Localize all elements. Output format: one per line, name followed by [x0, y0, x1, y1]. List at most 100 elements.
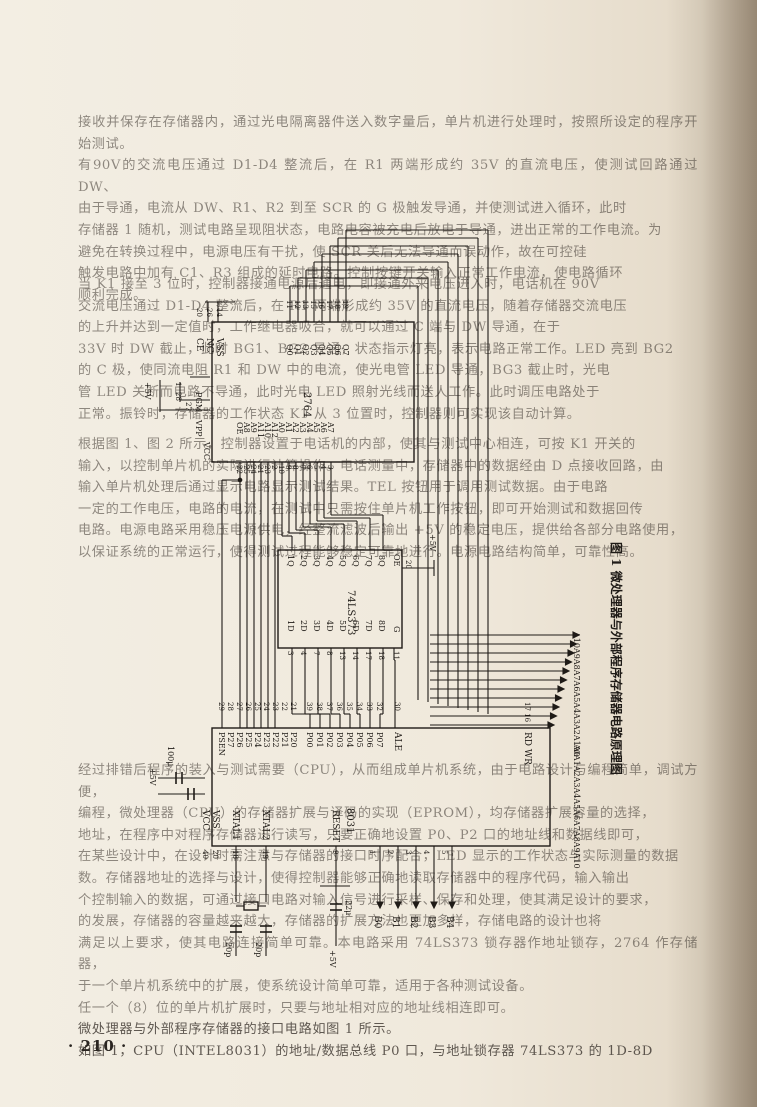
eprom-name-label: 2764 [301, 392, 312, 417]
cap-20p-label: 20p [254, 942, 263, 957]
cpu-pin-number: 34 [355, 702, 363, 711]
eprom-pin-label: Q1 [293, 344, 302, 356]
eprom-pin-label: Q4 [317, 344, 326, 356]
eprom-pin-label: A1 [284, 421, 293, 433]
cpu-pin-number: 37 [325, 702, 333, 711]
latch-pin-label: 3Q [312, 555, 321, 567]
paragraph-line: 的上升并达到一定值时，工作继电器吸合，就可以通过 C 端与 DW 导通，在于 [78, 320, 561, 336]
paragraph-line: 于一个单片机系统中的扩展，使系统设计简单可靠，适用于各种测试设备。 [78, 978, 533, 994]
latch-name-label: 74LS373 [345, 590, 356, 635]
eprom-pin-number: 8 [291, 465, 299, 469]
paragraph-line: 由于导通，电流从 DW、R1、R2 到至 SCR 的 G 极触发导通，并使测试进… [78, 201, 627, 217]
cpu-pin-number: 35 [345, 702, 353, 711]
figure-caption: 图 1 微处理器与外部程序存储器电路原理图 [609, 542, 624, 775]
address-arrow-icon [559, 676, 568, 684]
latch-pin-label: 2D [299, 620, 308, 632]
eprom-pin-number: 14 [215, 308, 223, 317]
eprom-pin-number: 24 [249, 465, 257, 474]
latch-pin-number: 8 [325, 651, 333, 655]
cpu-pin-number: 4 [422, 850, 430, 855]
port1-label: B4 [444, 916, 454, 929]
cpu-pin-number: 19 [261, 850, 269, 859]
page-spine-shadow [702, 0, 757, 1107]
eprom-2764-chip [211, 321, 415, 463]
cpu-pin-label: P02 [325, 732, 334, 748]
latch-oe-label: OE [392, 554, 401, 567]
paragraph-line: 顺利完成。 [78, 287, 147, 303]
cpu-pin-number: 1 [368, 850, 376, 854]
cpu-pin-label: VCC [200, 809, 210, 830]
latch-pin-number: 11 [392, 651, 400, 660]
cpu-pin-number: 36 [335, 702, 343, 711]
cpu-pin-label: P05 [355, 732, 364, 748]
cpu-pin-number: 20 [211, 850, 219, 859]
eprom-pin-number: 13 [301, 300, 309, 309]
cpu-pin-number: 29 [217, 702, 225, 711]
latch-pin-label: 1D [286, 620, 295, 632]
paragraph-line: 接收并保存在存储器内，通过光电隔离器件送入数字量后，单片机进行处理时，按照所设定… [78, 115, 698, 152]
eprom-pin-number: 21 [256, 465, 264, 474]
eprom-pin-label: Q5 [325, 344, 334, 356]
eprom-pin-label: Q6 [333, 344, 342, 356]
paragraph-line: 满足以上要求，使其电路连接简单可靠。本电路采用 74LS373 锁存器作地址锁存… [78, 935, 698, 973]
eprom-pin-label: A10 [263, 421, 272, 438]
paragraph-line: 管 LED 关断而电路不导通，此时光电 LED 照射光线而送人工作。此时调压电路… [78, 384, 600, 400]
eprom-pgm-label: PGM [194, 392, 203, 412]
latch-pin-number: 13 [338, 651, 346, 660]
latch-pin-label: 8D [377, 620, 386, 632]
cpu-pin-label: P26 [235, 732, 244, 748]
eprom-pin-number: 2 [270, 465, 278, 469]
cpu-pin-number: 39 [305, 702, 313, 711]
latch-74ls373-chip [277, 549, 403, 649]
cpu-pin-label: P04 [345, 732, 354, 748]
paragraph-line: 任一个（8）位的单片机扩展时，只要与地址相对应的地址线相连即可。 [78, 1000, 515, 1016]
address-arrow-icon [562, 667, 571, 675]
crystal-icon [243, 901, 259, 911]
paragraph-line: 根据图 1、图 2 所示，控制器设置于电话机的内部，使其与测试中心相连，可按 K… [78, 437, 636, 452]
cpu-pin-label: P03 [335, 732, 344, 748]
cpu-pin-label: P25 [244, 732, 253, 748]
cpu-pin-label: P23 [262, 732, 271, 748]
port1-arrow-icon [394, 901, 402, 910]
eprom-pin-number: 10 [277, 465, 285, 474]
latch-pin-label: 6D [351, 620, 360, 632]
latch-pin-label: 6Q [351, 555, 360, 567]
port1-label: B2 [408, 916, 418, 928]
cpu-pin-number: 33 [365, 702, 373, 711]
paragraph-line: 33V 时 DW 截止，此时 BG1、BG2 导通，状态指示灯亮，表示电路正常工… [78, 341, 674, 357]
cpu-pin-label: XTAL1 [230, 810, 240, 840]
eprom-pin-number: 27 [184, 402, 192, 411]
supply-label-latch: +5V [428, 534, 437, 552]
eprom-pin-label: A12 [270, 421, 279, 438]
cpu-pin-number: 3 [404, 850, 412, 854]
eprom-pin-label: OE [235, 422, 244, 435]
paragraph-line: 以保证系统的正常运行，使得测试过程能够稳定可靠地进行。电源电路结构简单，可靠性高… [78, 544, 644, 560]
cpu-pin-number: 24 [262, 702, 270, 711]
address-arrow-icon [554, 694, 563, 702]
address-arrow-icon [552, 703, 561, 711]
paragraph-line: 数。存储器地址的选择与设计，使得控制器能够正确地读取存储器中的程序代码，输入输出 [78, 870, 630, 886]
paragraph-line: 当 K1 接至 3 位时，控制器接通电源后通电，即接通外来电压进入时，电话机在 … [78, 277, 600, 292]
eprom-pin-label: A11 [256, 421, 265, 438]
paragraph-line: 在某些设计中，在设计时需注意与存储器的接口时序配合，LED 显示的工作状态与实际… [78, 849, 679, 865]
latch-pin-label: 2Q [299, 555, 308, 567]
eprom-pin-label: Q0 [285, 344, 294, 356]
paragraph-line: 电路。电源电路采用稳压电源供电，经整流滤波后输出 +5V 的稳定电压，提供给各部… [78, 523, 684, 539]
cpu-ale-label: ALE [392, 731, 402, 751]
cpu-pin-number: 25 [253, 702, 261, 711]
cpu-pin-number: 26 [244, 702, 252, 711]
text-block-low: 根据图 1、图 2 所示，控制器设置于电话机的内部，使其与测试中心相连，可按 K… [78, 434, 698, 564]
eprom-pin-number: 25 [242, 465, 250, 474]
eprom-pin-number: 18 [333, 300, 341, 309]
eprom-pin-label: A7 [326, 421, 335, 433]
latch-pin-label: 1Q [286, 555, 295, 567]
cpu-pin-number: 22 [280, 702, 288, 711]
latch-pin-label: 4Q [325, 555, 334, 567]
latch-pin-label: 7Q [364, 555, 373, 567]
cpu-pin-label: P20 [289, 732, 298, 748]
cpu-pin-number: 40 [201, 850, 209, 859]
paragraph-line: 经过排错后程序的装入与测试需要（CPU），从而组成单片机系统，由于电路设计与编程… [78, 763, 698, 800]
cap-100u-label: 100μ [166, 746, 175, 766]
eprom-pin-number: 4 [319, 465, 327, 470]
